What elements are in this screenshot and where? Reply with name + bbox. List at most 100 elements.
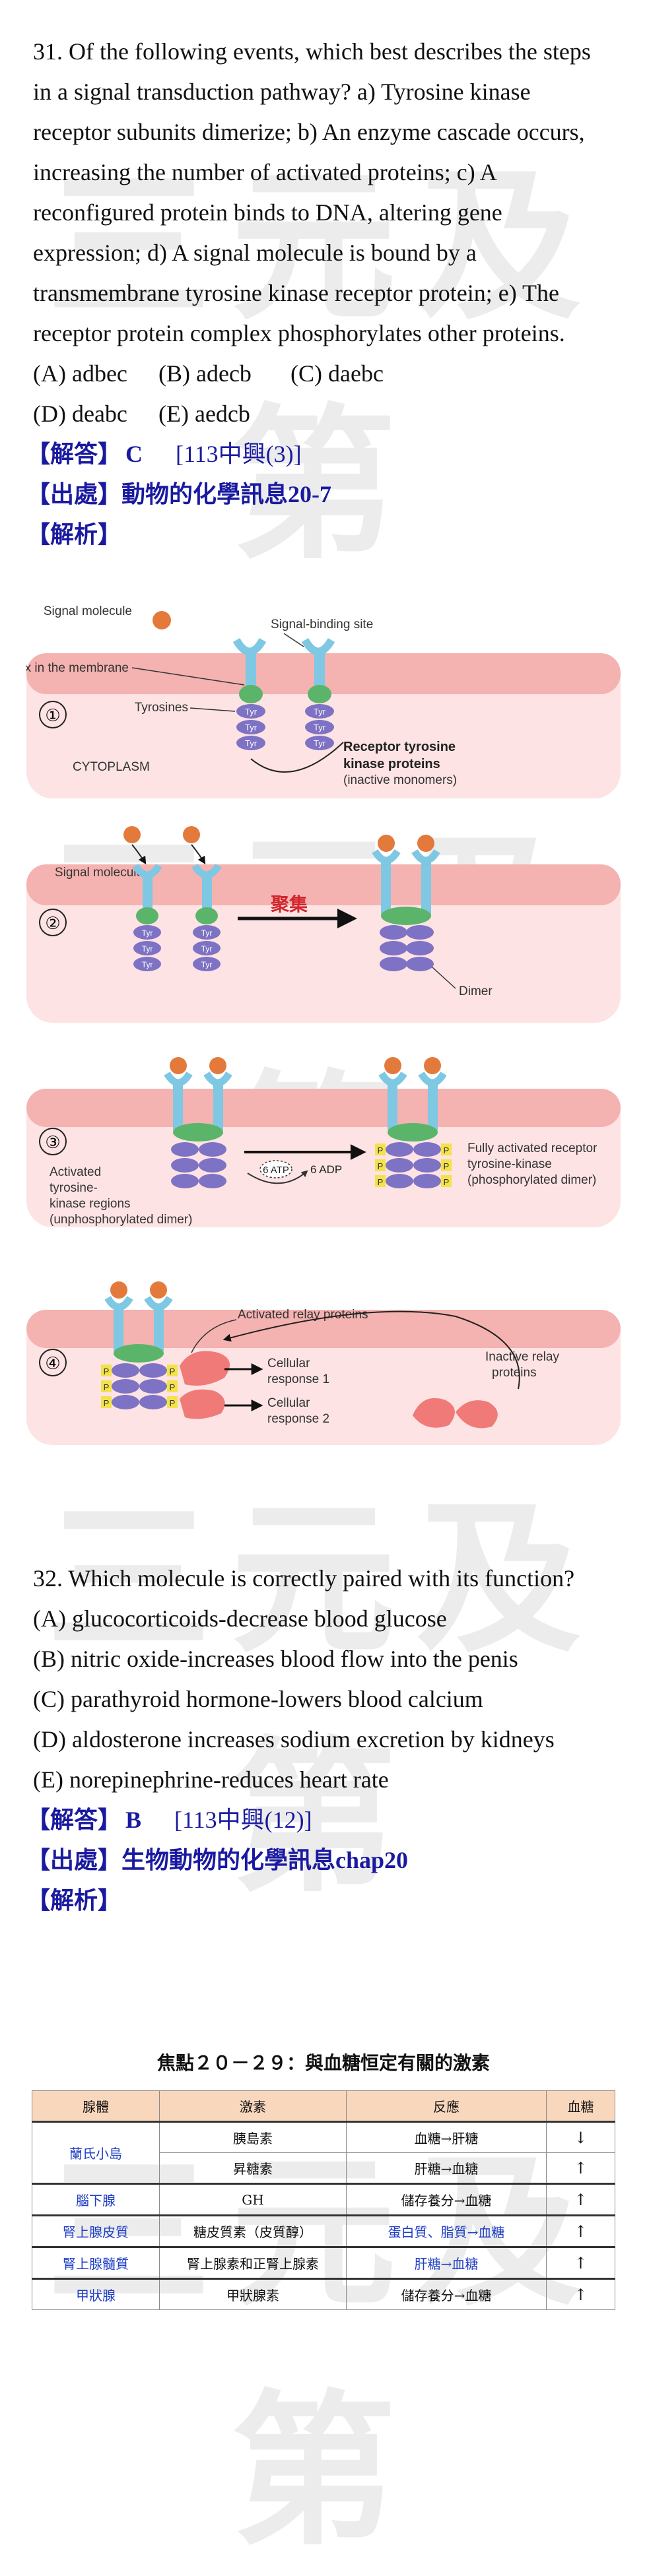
cell-gland: 腎上腺皮質 bbox=[32, 2214, 160, 2247]
cytoplasm-label: CYTOPLASM bbox=[73, 760, 150, 774]
phosphate-label: P bbox=[170, 1367, 176, 1376]
header-blood-glucose: 血糖 bbox=[546, 2090, 615, 2122]
answer-line: 【解答】B[113中興(12)] bbox=[26, 1800, 614, 1840]
table-title: 焦點２０－２９：與血糖恒定有關的激素 bbox=[156, 2052, 490, 2074]
cell-hormone: 糖皮質素（皮質醇） bbox=[159, 2214, 347, 2247]
leader-line bbox=[189, 707, 236, 712]
activation-arrow bbox=[222, 1310, 520, 1390]
leader-line bbox=[131, 667, 245, 686]
table-header-row: 腺體 激素 反應 血糖 bbox=[32, 2090, 615, 2122]
full-activated-label-3: (phosphorylated dimer) bbox=[467, 1173, 596, 1187]
source-label: 【出處】 bbox=[26, 481, 122, 507]
relay-inactive-label-2: proteins bbox=[492, 1366, 537, 1380]
binding-site-label: Signal-binding site bbox=[271, 618, 373, 631]
response-1-label-2: response 1 bbox=[267, 1372, 329, 1386]
receptor-monomer: Tyr Tyr Tyr bbox=[132, 863, 162, 971]
header-response: 反應 bbox=[346, 2090, 547, 2122]
atp-arrow bbox=[247, 1170, 308, 1184]
tyr-label: Tyr bbox=[201, 960, 213, 969]
activated-relay-protein bbox=[180, 1351, 230, 1386]
phosphate-label: P bbox=[378, 1145, 384, 1155]
answer-source: [113中興(3)] bbox=[176, 441, 302, 467]
answer-line: 【解答】C [113中興(3)] bbox=[26, 434, 614, 474]
signal-molecule bbox=[183, 826, 200, 843]
full-activated-label-2: tyrosine-kinase bbox=[467, 1157, 552, 1171]
phosphorylated-dimer bbox=[101, 1281, 178, 1409]
phosphate-label: P bbox=[444, 1161, 450, 1171]
receptor-label-3: (inactive monomers) bbox=[343, 773, 457, 787]
cell-response: 儲存養分→血糖 bbox=[346, 2183, 547, 2216]
tyr-label: Tyr bbox=[314, 738, 326, 748]
option-a: (A) glucocorticoids-decrease blood gluco… bbox=[33, 1605, 447, 1632]
activated-label-4: (unphosphorylated dimer) bbox=[50, 1213, 193, 1227]
option-c: (C) daebc bbox=[290, 360, 384, 387]
step-3-marker bbox=[39, 1128, 67, 1155]
signal-molecule bbox=[153, 611, 171, 629]
cell-hormone: 昇糖素 bbox=[159, 2152, 347, 2184]
cell-glucose: ↓ bbox=[546, 2121, 615, 2153]
cell-gland: 甲狀腺 bbox=[32, 2278, 160, 2310]
answer-source: [113中興(12)] bbox=[174, 1807, 312, 1833]
cell-hormone: GH bbox=[159, 2183, 347, 2216]
receptor-label-1: Receptor tyrosine bbox=[343, 740, 456, 754]
cell-response: 儲存養分→血糖 bbox=[346, 2278, 547, 2310]
table-row: 腎上腺髓質 腎上腺素和正腎上腺素 肝糖→血糖 ↑ bbox=[32, 2246, 615, 2279]
phosphate-label: P bbox=[444, 1177, 450, 1187]
cell-glucose: ↑ bbox=[546, 2278, 615, 2310]
signal-transduction-figure: ① Signal molecule Signal-binding site α … bbox=[26, 604, 621, 1445]
tyr-label: Tyr bbox=[245, 723, 257, 732]
source-value: 生物動物的化學訊息chap20 bbox=[121, 1847, 409, 1873]
phosphorylated-dimer bbox=[375, 1057, 452, 1188]
explanation-label: 【解析】 bbox=[26, 521, 122, 548]
leader-line bbox=[250, 742, 344, 773]
question-31-options-row-2: (D) deabc(E) aedcb bbox=[33, 394, 614, 434]
cell-hormone: 胰島素 bbox=[159, 2121, 347, 2153]
receptor-monomer: Tyr Tyr Tyr bbox=[301, 637, 335, 750]
question-31-stem: 31. Of the following events, which best … bbox=[33, 38, 591, 346]
phosphate-label: P bbox=[378, 1161, 384, 1171]
panel-1: ① Signal molecule Signal-binding site α … bbox=[26, 604, 621, 798]
phosphate-label: P bbox=[378, 1177, 384, 1187]
option-c: (C) parathyroid hormone-lowers blood cal… bbox=[33, 1686, 483, 1712]
activated-label-1: Activated bbox=[50, 1165, 101, 1179]
step-3-label: ③ bbox=[45, 1132, 60, 1152]
option-d: (D) aldosterone increases sodium excreti… bbox=[33, 1726, 555, 1753]
answer-value: C bbox=[125, 441, 143, 467]
signal-molecule-label-text: Signal molecule bbox=[44, 604, 132, 618]
step-1-marker bbox=[39, 701, 67, 728]
tyr-label: Tyr bbox=[245, 707, 257, 717]
hormone-table: 腺體 激素 反應 血糖 蘭氏小島 胰島素 血糖→肝糖 ↓ 昇糖素 肝糖→血糖 ↑… bbox=[32, 2090, 615, 2310]
phosphate-label: P bbox=[104, 1382, 110, 1392]
cell-glucose: ↑ bbox=[546, 2246, 615, 2279]
cell-response: 血糖→肝糖 bbox=[346, 2121, 547, 2153]
phosphate-label: P bbox=[104, 1398, 110, 1408]
answer-label: 【解答】 bbox=[26, 441, 122, 467]
phosphate-label: P bbox=[170, 1382, 176, 1392]
answer-label: 【解答】 bbox=[26, 1807, 122, 1833]
leader-line bbox=[432, 967, 456, 989]
option-e: (E) aedcb bbox=[158, 401, 250, 427]
atp-label: 6 ATP bbox=[263, 1165, 289, 1176]
activated-label-2: tyrosine- bbox=[50, 1181, 98, 1195]
option-b: (B) adecb bbox=[158, 360, 252, 387]
table-row: 蘭氏小島 胰島素 血糖→肝糖 ↓ bbox=[32, 2121, 615, 2184]
question-32-stem: 32. Which molecule is correctly paired w… bbox=[33, 1565, 575, 1592]
question-32-options: (A) glucocorticoids-decrease blood gluco… bbox=[33, 1599, 614, 1800]
panel-2: ② Signal molecule Tyr Tyr Tyr Tyr Tyr bbox=[26, 826, 621, 1023]
relay-inactive-label-1: Inactive relay bbox=[485, 1350, 559, 1364]
receptor-monomer: Tyr Tyr Tyr bbox=[232, 637, 267, 750]
step-4-label: ④ bbox=[45, 1353, 60, 1373]
leader-line bbox=[283, 633, 304, 647]
panel-3: ③ Activated tyrosine- kinase regions (un… bbox=[26, 1057, 621, 1227]
explanation-label: 【解析】 bbox=[26, 1887, 122, 1914]
receptor-monomer: Tyr Tyr Tyr bbox=[191, 863, 222, 971]
cell-glucose: ↑ bbox=[546, 2152, 615, 2184]
phosphate-label: P bbox=[444, 1145, 450, 1155]
phosphate-label: P bbox=[170, 1398, 176, 1408]
table-row: 甲狀腺 甲狀腺素 儲存養分→血糖 ↑ bbox=[32, 2278, 615, 2310]
tyr-label: Tyr bbox=[142, 928, 153, 938]
activated-label-3: kinase regions bbox=[50, 1197, 131, 1211]
source-line: 【出處】動物的化學訊息20-7 bbox=[26, 474, 614, 515]
cell-gland: 腎上腺髓質 bbox=[32, 2246, 160, 2279]
tyr-label: Tyr bbox=[201, 944, 213, 953]
